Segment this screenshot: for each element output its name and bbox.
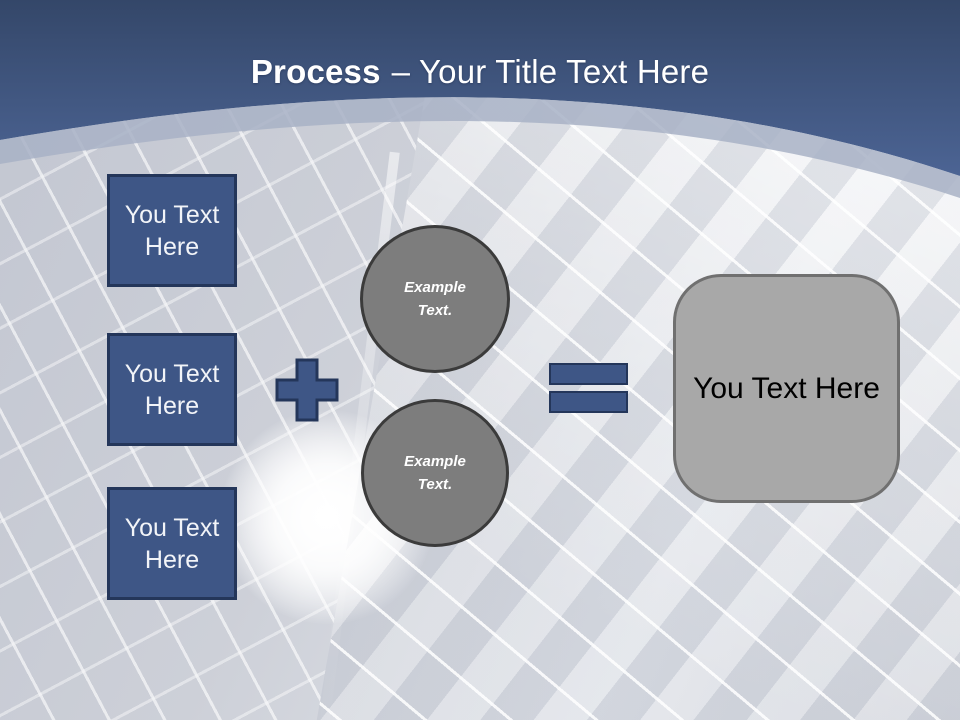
example-circle-1-label: Example Text.: [404, 279, 466, 319]
input-box-2-label: You Text Here: [124, 359, 220, 420]
header-curve-band: [0, 97, 960, 198]
result-box: You Text Here: [673, 274, 900, 503]
example-circle-2: Example Text.: [361, 399, 509, 547]
input-box-3-label: You Text Here: [124, 513, 220, 574]
example-circle-2-label: Example Text.: [404, 453, 466, 493]
result-box-label: You Text Here: [693, 371, 880, 405]
slide-title-subtitle: – Your Title Text Here: [391, 53, 710, 90]
input-box-2: You Text Here: [107, 333, 237, 446]
slide-title-keyword: Process: [250, 53, 381, 90]
input-box-1: You Text Here: [107, 174, 237, 287]
example-circle-1: Example Text.: [360, 225, 510, 373]
equals-icon: [549, 363, 628, 385]
header-curve-shape: [0, 0, 960, 176]
plus-icon: [275, 358, 339, 422]
equals-icon-bar-2: [549, 391, 628, 413]
input-box-3: You Text Here: [107, 487, 237, 600]
curved-header-banner: [0, 0, 960, 198]
slide-title: Process – Your Title Text Here: [0, 53, 960, 91]
input-box-1-label: You Text Here: [124, 200, 220, 261]
